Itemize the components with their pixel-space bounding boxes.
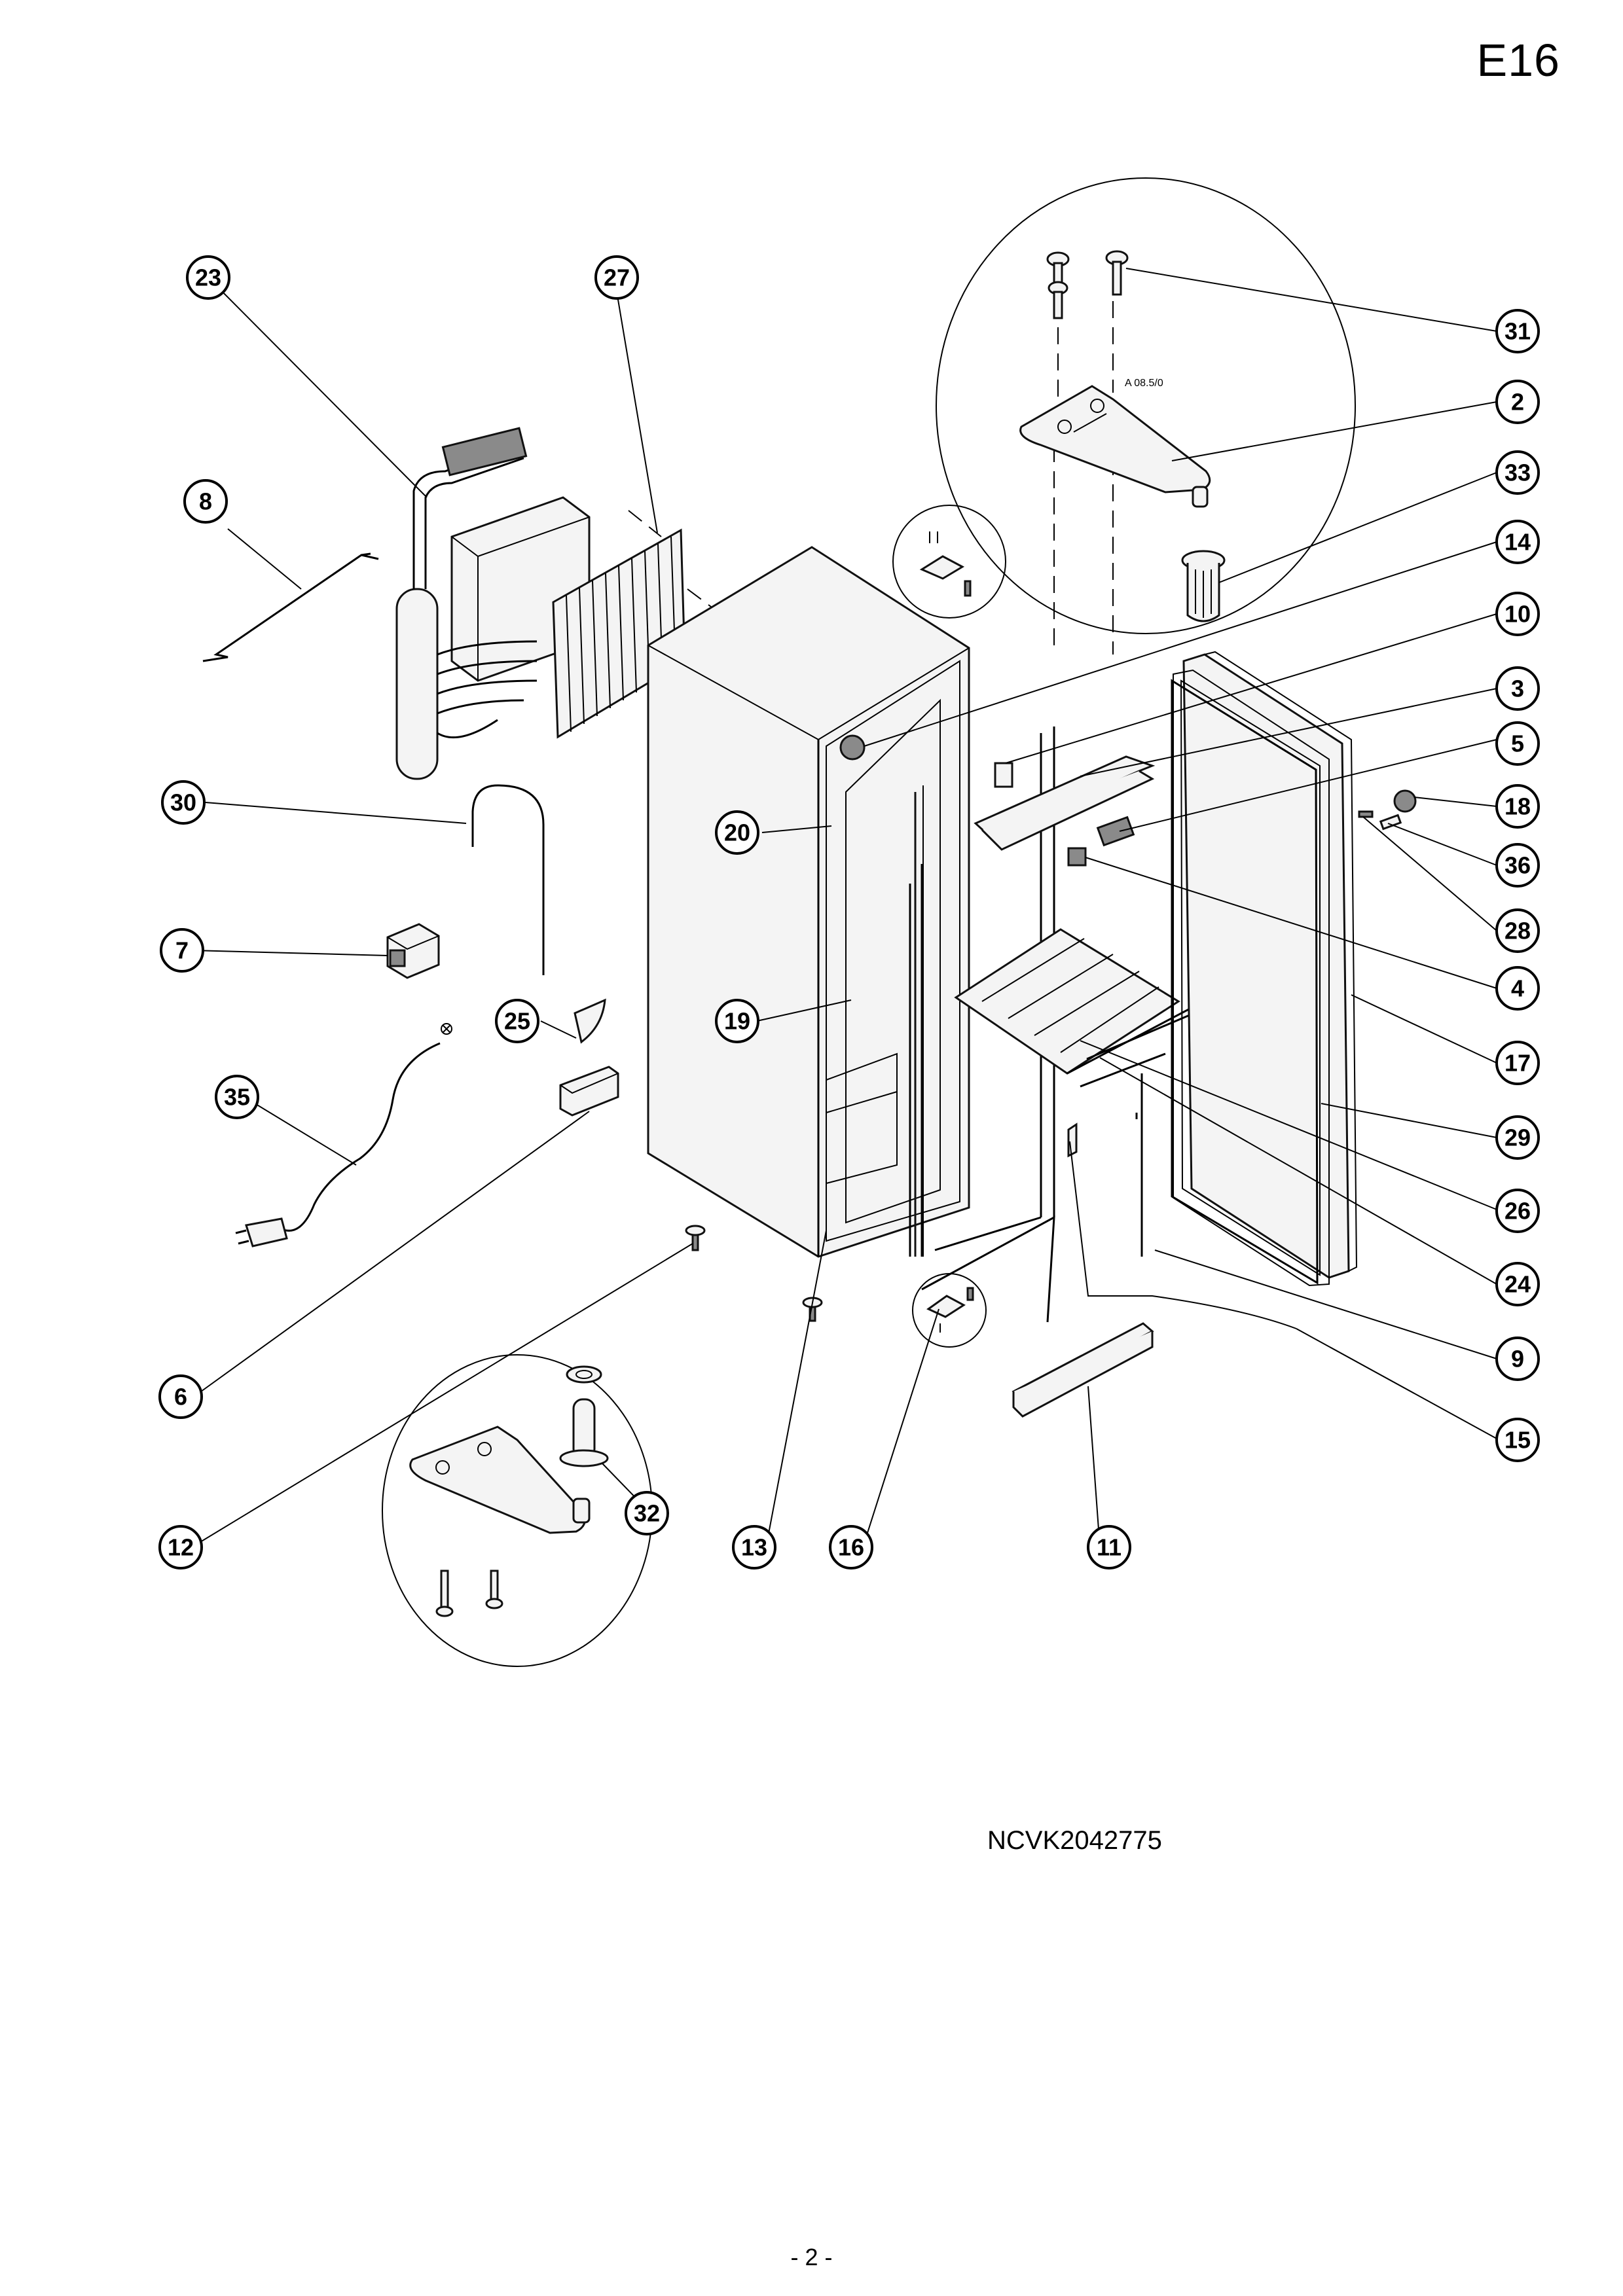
svg-text:27: 27 (604, 264, 630, 291)
callout-24: 24 (1495, 1262, 1540, 1306)
callout-13: 13 (732, 1525, 776, 1570)
svg-text:35: 35 (224, 1084, 250, 1111)
callout-12: 12 (158, 1525, 203, 1570)
callout-20: 20 (715, 810, 759, 855)
svg-text:11: 11 (1097, 1534, 1122, 1561)
page-number: - 2 - (790, 2244, 833, 2270)
page-code: E16 (1476, 35, 1560, 86)
svg-text:14: 14 (1504, 529, 1531, 556)
callout-32: 32 (625, 1491, 669, 1535)
callout-23: 23 (186, 255, 230, 300)
svg-text:20: 20 (724, 819, 750, 846)
cooling-unit (395, 427, 740, 780)
svg-text:3: 3 (1511, 675, 1524, 702)
svg-text:24: 24 (1504, 1271, 1531, 1298)
lower-hinge-detail (382, 1354, 653, 1667)
callout-19: 19 (715, 999, 759, 1043)
svg-text:10: 10 (1504, 601, 1531, 628)
svg-text:17: 17 (1504, 1050, 1531, 1077)
lamp-holder (1067, 847, 1087, 867)
svg-text:19: 19 (724, 1008, 750, 1035)
clip (574, 998, 606, 1044)
callout-35: 35 (215, 1075, 259, 1119)
svg-text:23: 23 (195, 264, 221, 291)
upper-hinge-detail: A 08.5/0 (936, 177, 1356, 655)
door-stop-detail-upper (892, 505, 1006, 619)
callout-36: 36 (1495, 843, 1540, 888)
svg-text:36: 36 (1504, 852, 1531, 879)
svg-text:16: 16 (838, 1534, 864, 1561)
svg-text:7: 7 (175, 937, 189, 964)
callout-10: 10 (1495, 592, 1540, 636)
svg-text:28: 28 (1504, 918, 1531, 944)
callout-14: 14 (1495, 520, 1540, 564)
callout-4: 4 (1495, 966, 1540, 1011)
hinge-screws-lower (435, 1570, 503, 1617)
svg-text:15: 15 (1504, 1427, 1531, 1454)
svg-text:29: 29 (1504, 1124, 1531, 1151)
cabinet (647, 546, 970, 1258)
svg-text:2: 2 (1511, 389, 1524, 416)
upper-hinge-plate (1019, 385, 1211, 493)
hinge-screws-upper (1046, 250, 1129, 319)
svg-text:12: 12 (168, 1534, 194, 1561)
door-handle-parts (1358, 789, 1417, 831)
svg-text:30: 30 (170, 789, 196, 816)
callout-27: 27 (594, 255, 639, 300)
thermostat-knob (839, 734, 866, 761)
callout-18: 18 (1495, 784, 1540, 829)
detail-note: A 08.5/0 (1125, 378, 1163, 389)
leader-lines (192, 268, 1497, 1548)
svg-text:4: 4 (1511, 975, 1524, 1002)
callout-7: 7 (160, 928, 204, 973)
callout-28: 28 (1495, 908, 1540, 953)
callout-6: 6 (158, 1374, 203, 1419)
support-rod (202, 552, 379, 662)
callout-25: 25 (495, 999, 539, 1043)
callout-30: 30 (161, 780, 206, 825)
callout-31: 31 (1495, 309, 1540, 353)
drawing-number: NCVK2042775 (987, 1826, 1162, 1855)
svg-text:26: 26 (1504, 1198, 1531, 1225)
thermostat-box (386, 923, 440, 979)
callout-11: 11 (1087, 1525, 1131, 1570)
drip-tray (559, 1066, 619, 1117)
door-gasket (1171, 679, 1319, 1285)
callout-2: 2 (1495, 380, 1540, 424)
callout-5: 5 (1495, 721, 1540, 766)
light-switch (1096, 816, 1135, 847)
svg-text:13: 13 (741, 1534, 767, 1561)
lamp-cover (1012, 1322, 1154, 1418)
hinge-bushing (1181, 550, 1226, 622)
svg-text:8: 8 (199, 488, 212, 515)
drain-tube (471, 784, 545, 975)
svg-text:25: 25 (504, 1008, 530, 1035)
shelf-rack (909, 726, 1232, 1323)
cabinet-screws (685, 1225, 823, 1322)
callout-26: 26 (1495, 1189, 1540, 1233)
callout-29: 29 (1495, 1115, 1540, 1160)
svg-text:9: 9 (1511, 1346, 1524, 1372)
svg-text:18: 18 (1504, 793, 1531, 820)
svg-text:31: 31 (1504, 318, 1531, 345)
svg-text:5: 5 (1511, 730, 1524, 757)
callout-33: 33 (1495, 450, 1540, 495)
callout-15: 15 (1495, 1418, 1540, 1462)
callout-3: 3 (1495, 666, 1540, 711)
svg-text:32: 32 (634, 1500, 660, 1527)
door (1140, 651, 1358, 1287)
callout-17: 17 (1495, 1041, 1540, 1085)
callout-9: 9 (1495, 1336, 1540, 1381)
power-cord (235, 1042, 441, 1247)
callout-16: 16 (829, 1525, 873, 1570)
door-stop-detail-lower (912, 1273, 987, 1348)
svg-text:33: 33 (1504, 459, 1531, 486)
callout-8: 8 (183, 479, 228, 524)
svg-text:6: 6 (174, 1384, 187, 1410)
